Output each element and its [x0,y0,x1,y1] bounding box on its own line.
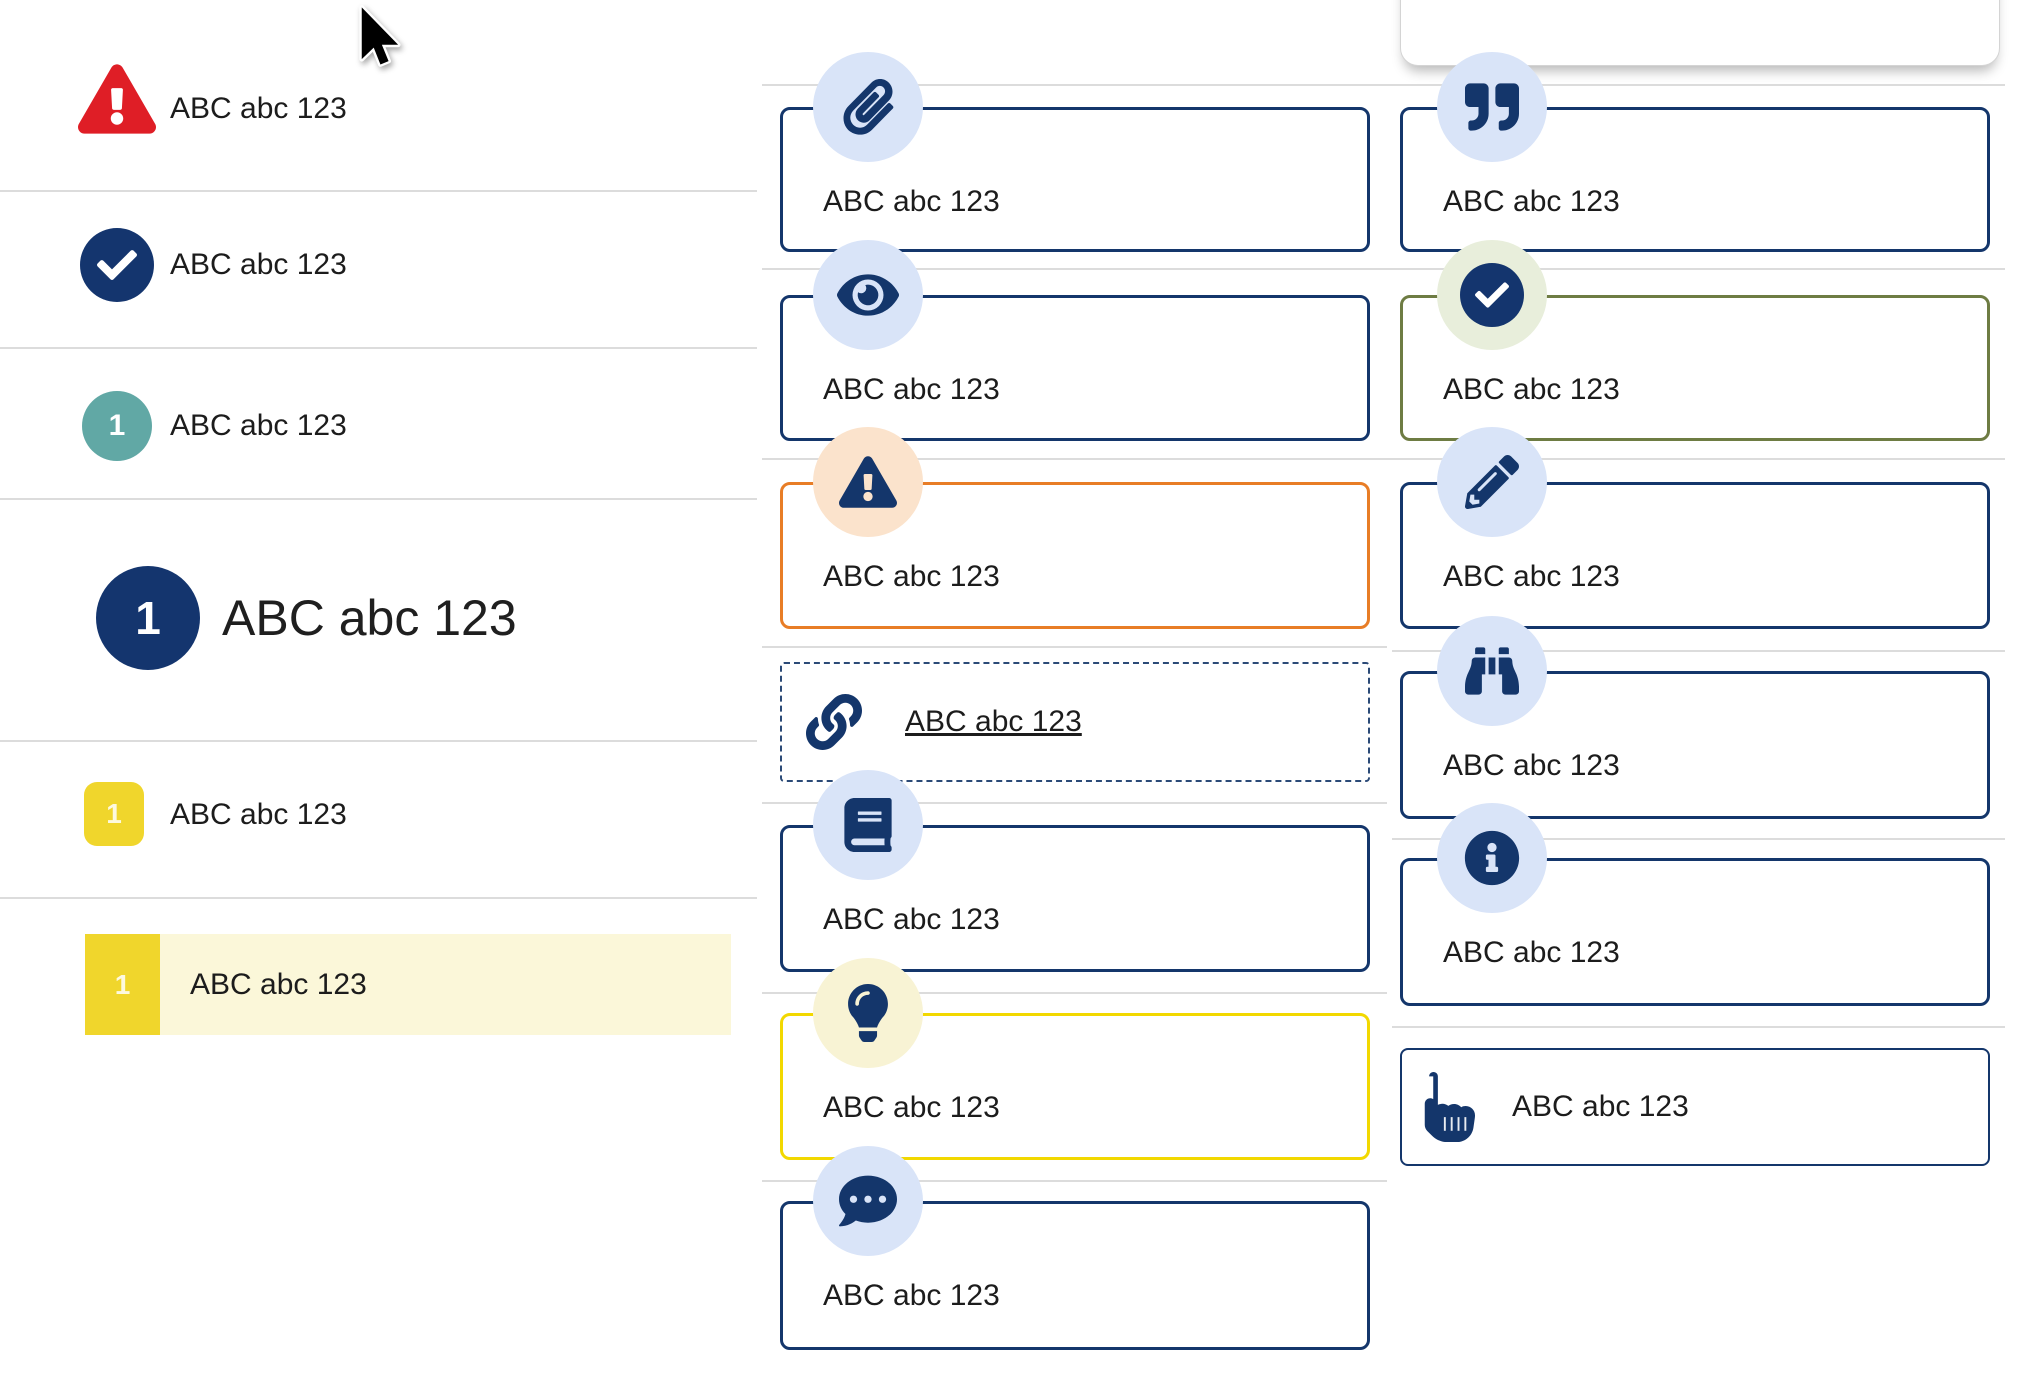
yellow-number-badge: 1 [85,934,160,1035]
link-icon [806,694,862,750]
paperclip-icon [813,52,923,162]
check-circle-inner [1460,263,1524,327]
list-item[interactable]: 1 ABC abc 123 [0,770,757,870]
lightbulb-icon [813,958,923,1068]
divider [762,992,1387,994]
navy-number-badge: 1 [96,566,200,670]
divider [1392,1026,2005,1028]
list-item-label: ABC abc 123 [190,968,367,1001]
divider [762,84,2005,86]
binoculars-icon [1437,616,1547,726]
callout-label: ABC abc 123 [1443,373,1620,406]
divider [762,268,2005,270]
check-circle-icon [1437,240,1547,350]
divider [762,458,2005,460]
divider [1392,838,2005,840]
chat-dots-icon [813,1146,923,1256]
list-item[interactable]: 1 ABC abc 123 [0,375,757,480]
divider [0,897,757,899]
mouse-cursor-icon [359,5,401,67]
list-item-heading[interactable]: 1 ABC abc 123 [0,560,757,690]
callout-hand-pointer[interactable] [1400,1048,1990,1166]
callout-label: ABC abc 123 [823,185,1000,218]
divider [0,498,757,500]
info-circle-icon [1437,803,1547,913]
eye-icon [813,240,923,350]
check-circle-icon [80,228,154,302]
callout-success [1400,295,1990,441]
callout-label: ABC abc 123 [823,560,1000,593]
callout-label: ABC abc 123 [823,1091,1000,1124]
warning-triangle-icon [78,64,156,134]
teal-number-badge: 1 [82,391,152,461]
callout-label: ABC abc 123 [1443,936,1620,969]
pencil-icon [1437,427,1547,537]
check-icon [97,250,137,280]
list-item-label: ABC abc 123 [170,92,347,125]
list-item[interactable]: ABC abc 123 [0,60,757,160]
callout-label: ABC abc 123 [1443,560,1620,593]
callout-label: ABC abc 123 [1443,185,1620,218]
hand-point-up-icon [1424,1072,1476,1142]
list-item-highlighted[interactable]: 1 ABC abc 123 [85,934,731,1035]
divider [762,646,1387,648]
divider [1392,650,2005,652]
callout-warning [780,482,1370,629]
callout-label: ABC abc 123 [1443,749,1620,782]
list-item-heading-label: ABC abc 123 [222,590,517,646]
divider [0,740,757,742]
list-item[interactable]: ABC abc 123 [0,210,757,325]
divider [762,802,1387,804]
divider [0,347,757,349]
callout-label: ABC abc 123 [823,903,1000,936]
warning-triangle-icon [813,427,923,537]
callout-label: ABC abc 123 [823,1279,1000,1312]
divider [762,1180,1387,1182]
yellow-number-badge: 1 [84,782,144,846]
list-item-label: ABC abc 123 [170,409,347,442]
callout-hand-label[interactable]: ABC abc 123 [1512,1090,1689,1123]
callout-link-label[interactable]: ABC abc 123 [905,705,1082,738]
quote-icon [1437,52,1547,162]
book-icon [813,770,923,880]
callout-label: ABC abc 123 [823,373,1000,406]
divider [0,190,757,192]
list-item-label: ABC abc 123 [170,248,347,281]
callout-link[interactable] [780,662,1370,782]
list-item-label: ABC abc 123 [170,798,347,831]
